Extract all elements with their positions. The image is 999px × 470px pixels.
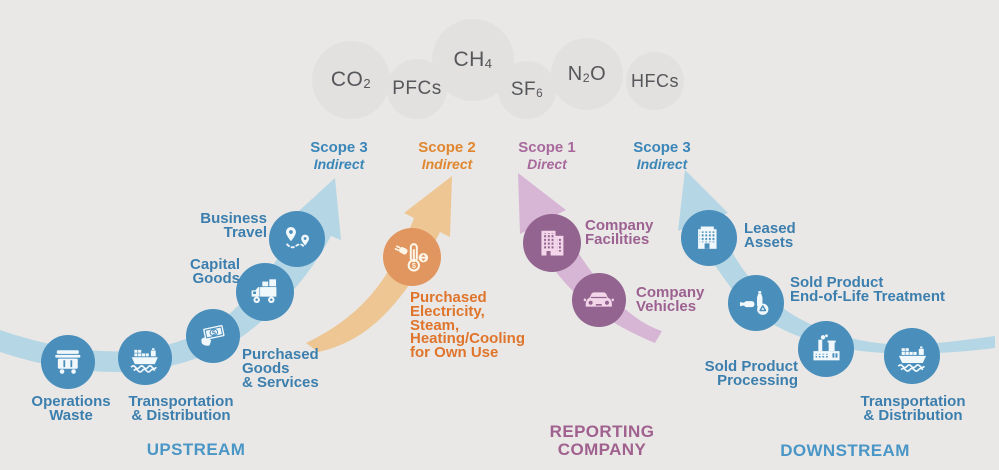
scope-kind: Indirect <box>313 156 365 172</box>
bottle-recycle-icon <box>739 290 768 315</box>
cargo-ship-icon <box>130 348 159 373</box>
svg-text:$: $ <box>212 330 217 338</box>
label-business-travel: Business Travel <box>200 210 267 241</box>
node-transportation-distribution-downstream <box>884 328 940 384</box>
label-transportation-distribution-upstream: Transportation & Distribution <box>128 393 234 424</box>
label-transportation-distribution-downstream: Transportation & Distribution <box>860 393 966 424</box>
label-leased-assets: Leased Assets <box>744 220 796 251</box>
scope-name: Scope 3 <box>633 139 691 156</box>
travel-route-pins-icon <box>285 226 309 248</box>
scope-name: Scope 3 <box>310 139 368 156</box>
label-purchased-energy: Purchased Electricity, Steam, Heating/Co… <box>410 289 525 362</box>
scope-name: Scope 2 <box>418 139 476 156</box>
label-capital-goods: Capital Goods <box>189 256 240 287</box>
label-sold-product-eol: Sold Product End-of-Life Treatment <box>790 274 946 305</box>
delivery-truck-icon <box>251 279 277 303</box>
office-building-icon <box>541 230 564 256</box>
gas-circle-n2o: N2O <box>551 38 623 110</box>
label-purchased-goods-services: Purchased Goods & Services <box>242 346 319 391</box>
node-transportation-distribution-upstream <box>118 331 172 385</box>
gas-circle-hfcs: HFCs <box>626 52 684 110</box>
node-company-vehicles <box>572 273 626 327</box>
scope3-upstream-heading: Scope 3 Indirect <box>274 139 404 172</box>
scope1-heading: Scope 1 Direct <box>482 139 612 172</box>
plug-thermometer-icon: $ <box>394 243 428 272</box>
cargo-ship-icon <box>897 345 926 372</box>
scope-name: Scope 1 <box>518 139 576 156</box>
node-purchased-energy: $ <box>383 228 441 286</box>
scope-kind: Indirect <box>636 156 688 172</box>
factory-icon <box>812 333 840 360</box>
node-sold-product-eol <box>728 275 784 331</box>
gas-label: PFCs <box>392 78 442 99</box>
building-icon <box>697 226 717 249</box>
label-company-vehicles: Company Vehicles <box>636 284 705 315</box>
gas-label: HFCs <box>631 70 679 91</box>
scope2-heading: Scope 2 Indirect <box>382 139 512 172</box>
label-company-facilities: Company Facilities <box>585 217 654 248</box>
node-sold-product-processing <box>798 321 854 377</box>
upstream-region-label: UPSTREAM <box>146 440 246 459</box>
waste-container-icon <box>55 350 81 375</box>
node-business-travel <box>269 211 325 267</box>
scope3-downstream-heading: Scope 3 Indirect <box>597 139 727 172</box>
label-operations-waste: Operations Waste <box>31 393 111 424</box>
upstream-arrow <box>0 178 341 372</box>
gas-circle-co2: CO2 <box>312 41 390 119</box>
node-purchased-goods-services: $ <box>186 309 240 363</box>
gas-circle-pfcs: PFCs <box>387 59 447 119</box>
gas-label: CH4 <box>453 48 493 72</box>
node-operations-waste <box>41 335 95 389</box>
scope-kind: Indirect <box>421 156 473 172</box>
gas-circle-ch4: CH4 <box>432 19 514 101</box>
money-hand-icon: $ <box>201 325 225 346</box>
label-sold-product-processing: Sold Product Processing <box>704 358 798 389</box>
node-company-facilities <box>523 214 581 272</box>
reporting-company-region-label: REPORTING COMPANY <box>549 422 655 459</box>
scope-kind: Direct <box>527 156 567 172</box>
gas-label: N2O <box>567 62 607 85</box>
scope2-arrow <box>306 176 452 352</box>
gas-label: CO2 <box>330 68 372 92</box>
gas-label: SF6 <box>510 79 544 101</box>
svg-text:$: $ <box>412 261 416 270</box>
node-capital-goods <box>236 263 294 321</box>
node-leased-assets <box>681 210 737 266</box>
car-icon <box>583 292 615 307</box>
downstream-region-label: DOWNSTREAM <box>780 441 910 460</box>
